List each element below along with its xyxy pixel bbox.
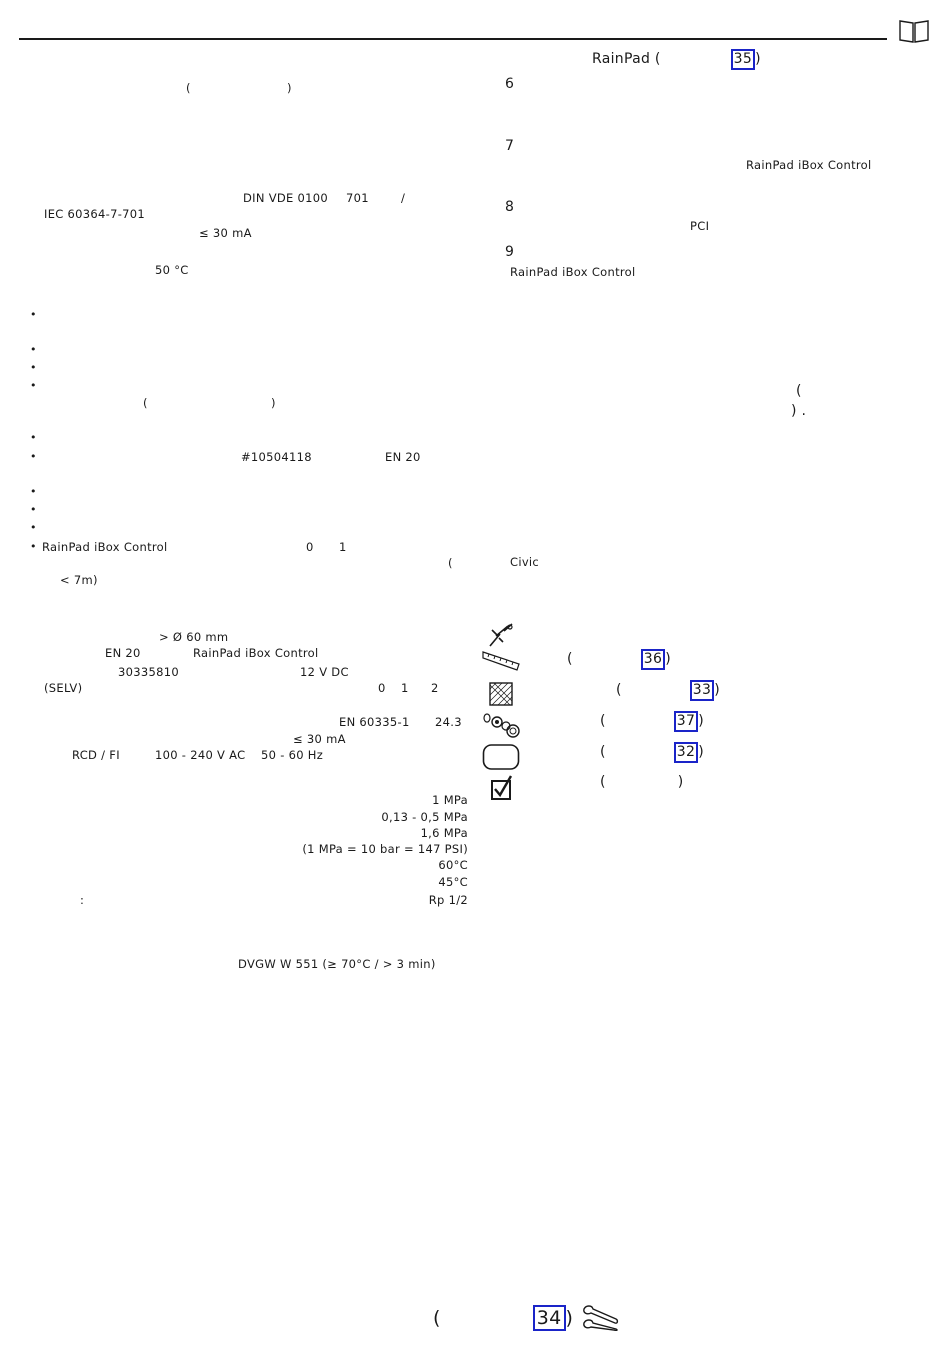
part-number: 30335810 [118, 665, 179, 679]
step-7: 7 [505, 138, 515, 154]
en60335: EN 60335-1 [339, 715, 410, 729]
paren-a: ( [796, 383, 802, 399]
ibox-control-bullet: RainPad iBox Control [42, 540, 168, 554]
voltage-dc: 12 V DC [300, 665, 349, 679]
civic: Civic [510, 555, 540, 569]
ref-34[interactable]: 34 [532, 1305, 566, 1331]
civic-paren: ( [448, 556, 453, 570]
bullet: • [30, 308, 37, 321]
silicone-gun-icon [489, 623, 513, 647]
bullet: • [30, 379, 37, 392]
spec-value: 45°C [438, 875, 468, 889]
slash: / [401, 191, 406, 205]
spec-value: 1,6 MPa [420, 826, 468, 840]
tool-row-ruler: (36) [567, 649, 671, 670]
selv: (SELV) [44, 681, 83, 695]
clause: 24.3 [435, 715, 462, 729]
step-9-text: RainPad iBox Control [510, 265, 636, 279]
spec-value: 1 MPa [432, 793, 468, 807]
ref-36[interactable]: 36 [640, 649, 666, 670]
footer-ref: (34) [433, 1305, 574, 1331]
ref-35[interactable]: 35 [730, 49, 756, 70]
spec-value: 60°C [438, 858, 468, 872]
spec-value: Rp 1/2 [428, 893, 468, 907]
bullet: • [30, 485, 37, 498]
step-9: 9 [505, 244, 515, 260]
value-one: 1 [339, 540, 347, 554]
intro-paren-open: ( [186, 81, 191, 95]
checkbox-icon [491, 775, 513, 800]
bullet: • [30, 450, 37, 463]
rcd-current-b: ≤ 30 mA [293, 732, 346, 746]
tool-row-check: () [600, 774, 684, 790]
intro-paren-close: ) [287, 81, 292, 95]
frequency: 50 - 60 Hz [261, 748, 324, 762]
rounded-box-icon [482, 744, 520, 770]
distance: < 7m) [60, 573, 98, 587]
spec-colon: : [80, 893, 85, 907]
ruler-icon [482, 651, 520, 671]
en20-a: EN 20 [385, 450, 421, 464]
setting-2: 2 [431, 681, 439, 695]
bullet: • [30, 361, 37, 374]
ibox-control-mid: RainPad iBox Control [193, 646, 319, 660]
bullet: • [30, 431, 37, 444]
hatched-plate-icon [489, 682, 513, 706]
step-8-text: PCI [690, 219, 710, 233]
bullet-paren-open: ( [143, 396, 148, 410]
setting-1: 1 [401, 681, 409, 695]
wrench-icon [583, 1305, 619, 1331]
ref-37[interactable]: 37 [673, 711, 699, 732]
fittings-icon [483, 713, 520, 738]
book-icon [899, 20, 929, 43]
spec-value: (1 MPa = 10 bar = 147 PSI) [302, 842, 468, 856]
voltage-ac: 100 - 240 V AC [155, 748, 246, 762]
iec-standard: IEC 60364-7-701 [44, 207, 145, 221]
step-8: 8 [505, 199, 515, 215]
rcd-current: ≤ 30 mA [199, 226, 252, 240]
header-rule [19, 38, 887, 40]
tool-row-fittings: (37) [600, 711, 704, 732]
temperature: 50 °C [155, 263, 189, 277]
bullet: • [30, 540, 37, 553]
diameter: > Ø 60 mm [159, 630, 229, 644]
din-vde: DIN VDE 0100 [243, 191, 329, 205]
bullet: • [30, 343, 37, 356]
paren-b: ) . [791, 403, 807, 419]
ref-32[interactable]: 32 [673, 742, 699, 763]
part-701: 701 [346, 191, 369, 205]
bullet: • [30, 521, 37, 534]
dvgw: DVGW W 551 (≥ 70°C / > 3 min) [238, 957, 436, 971]
bullet: • [30, 503, 37, 516]
bullet-paren-close: ) [271, 396, 276, 410]
step-6: 6 [505, 76, 515, 92]
rcd-fi: RCD / FI [72, 748, 120, 762]
spec-value: 0,13 - 0,5 MPa [381, 810, 468, 824]
value-zero: 0 [306, 540, 314, 554]
article-number: #10504118 [241, 450, 312, 464]
tool-row-plate: (33) [616, 680, 720, 701]
tool-row-box: (32) [600, 742, 704, 763]
rainpad-header: RainPad (35) [592, 49, 761, 70]
setting-0: 0 [378, 681, 386, 695]
en20-b: EN 20 [105, 646, 141, 660]
step-7-text: RainPad iBox Control [746, 158, 872, 172]
ref-33[interactable]: 33 [689, 680, 715, 701]
